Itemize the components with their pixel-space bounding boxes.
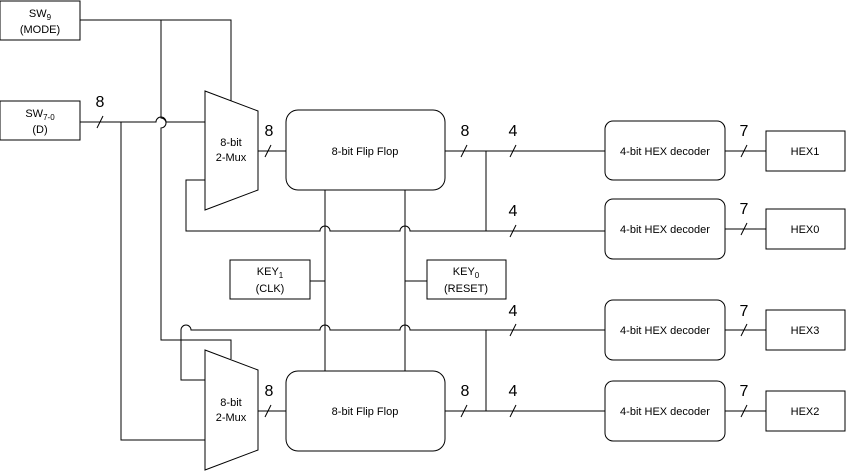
mux-top-shape (204, 90, 259, 211)
bus-width-mux-bottom: 8 (265, 383, 274, 400)
sw9-input: SW9 (MODE) (0, 0, 81, 41)
hex2-output: HEX2 (765, 390, 846, 432)
feedback-top (185, 179, 605, 232)
hex0-label: HEX0 (791, 224, 820, 236)
bus-width-ff-top: 8 (461, 123, 470, 140)
hex3-label: HEX3 (791, 325, 820, 337)
key1-box (229, 259, 311, 300)
reset-wire (404, 190, 427, 371)
decoder-hex2-label: 4-bit HEX decoder (620, 406, 710, 418)
flipflop-bottom-label: 8-bit Flip Flop (332, 406, 399, 418)
key1-label: KEY1 (257, 266, 284, 280)
flipflop-bottom-box (285, 370, 446, 452)
wires (80, 19, 766, 441)
decoder-hex0-label: 4-bit HEX decoder (620, 224, 710, 236)
sw70-label: SW7-0 (25, 108, 55, 122)
bus-width-seg-hex1: 7 (740, 123, 749, 140)
key0-desc: (RESET) (444, 283, 488, 295)
hex0-box (765, 208, 846, 250)
decoder-hex0-box (604, 198, 726, 260)
sw9-desc: (MODE) (20, 24, 60, 36)
mux-bottom-label-line1: 8-bit (220, 397, 241, 409)
hex0-output: HEX0 (765, 208, 846, 250)
bus-width-nibble-hex3: 4 (509, 303, 518, 320)
bus-width-nibble-hex2: 4 (509, 383, 518, 400)
mux-top: 8-bit 2-Mux (204, 90, 259, 211)
decoder-hex3: 4-bit HEX decoder (604, 299, 726, 361)
bus-slashes (96, 115, 748, 418)
clk-wire (310, 190, 326, 371)
bus-width-labels: 8 8 8 8 8 4 4 4 4 7 7 7 7 (96, 94, 749, 400)
bus-width-seg-hex0: 7 (740, 201, 749, 218)
bus-width-ff-bottom: 8 (461, 383, 470, 400)
mux-bottom-shape (204, 349, 259, 471)
bus-width-seg-hex2: 7 (740, 383, 749, 400)
bus-slash (96, 115, 748, 418)
hex1-box (765, 130, 846, 172)
bus-width-seg-hex3: 7 (740, 303, 749, 320)
mux-bottom-label-line2: 2-Mux (216, 412, 247, 424)
hex2-box (765, 390, 846, 432)
key0-box (426, 259, 507, 300)
sw9-box (0, 0, 81, 41)
bus-width-nibble-hex0: 4 (509, 203, 518, 220)
hex1-output: HEX1 (765, 130, 846, 172)
key0-input: KEY0 (RESET) (426, 259, 507, 300)
decoder-hex3-label: 4-bit HEX decoder (620, 325, 710, 337)
bus-width-mux-top: 8 (265, 123, 274, 140)
d-bus-wire (80, 116, 205, 441)
sw70-box (0, 100, 81, 141)
sw9-label: SW9 (29, 8, 52, 22)
decoder-hex1-box (604, 120, 726, 181)
decoder-hex2: 4-bit HEX decoder (604, 380, 726, 442)
decoder-hex1: 4-bit HEX decoder (604, 120, 726, 181)
ff-top-output (445, 150, 605, 231)
decoder-hex0: 4-bit HEX decoder (604, 198, 726, 260)
mux-bottom: 8-bit 2-Mux (204, 349, 259, 471)
bus-width-d-in: 8 (96, 94, 105, 111)
decoder-hex3-box (604, 299, 726, 361)
seg-wires (725, 150, 766, 412)
hex3-output: HEX3 (765, 309, 846, 351)
hex3-box (765, 309, 846, 351)
mode-wire (80, 19, 232, 359)
mux-top-label-line1: 8-bit (220, 137, 241, 149)
sw70-input: SW7-0 (D) (0, 100, 81, 141)
key1-input: KEY1 (CLK) (229, 259, 311, 300)
flipflop-bottom: 8-bit Flip Flop (285, 370, 446, 452)
flipflop-top: 8-bit Flip Flop (285, 109, 446, 191)
flipflop-top-box (285, 109, 446, 191)
flipflop-top-label: 8-bit Flip Flop (332, 146, 399, 158)
sw70-desc: (D) (32, 124, 47, 136)
decoder-hex2-box (604, 380, 726, 442)
key1-desc: (CLK) (256, 283, 285, 295)
bus-width-nibble-hex1: 4 (509, 123, 518, 140)
decoder-hex1-label: 4-bit HEX decoder (620, 146, 710, 158)
mux-top-label-line2: 2-Mux (216, 152, 247, 164)
hex1-label: HEX1 (791, 146, 820, 158)
ff-bottom-output (445, 330, 605, 412)
key0-label: KEY0 (453, 266, 480, 280)
hex2-label: HEX2 (791, 406, 820, 418)
